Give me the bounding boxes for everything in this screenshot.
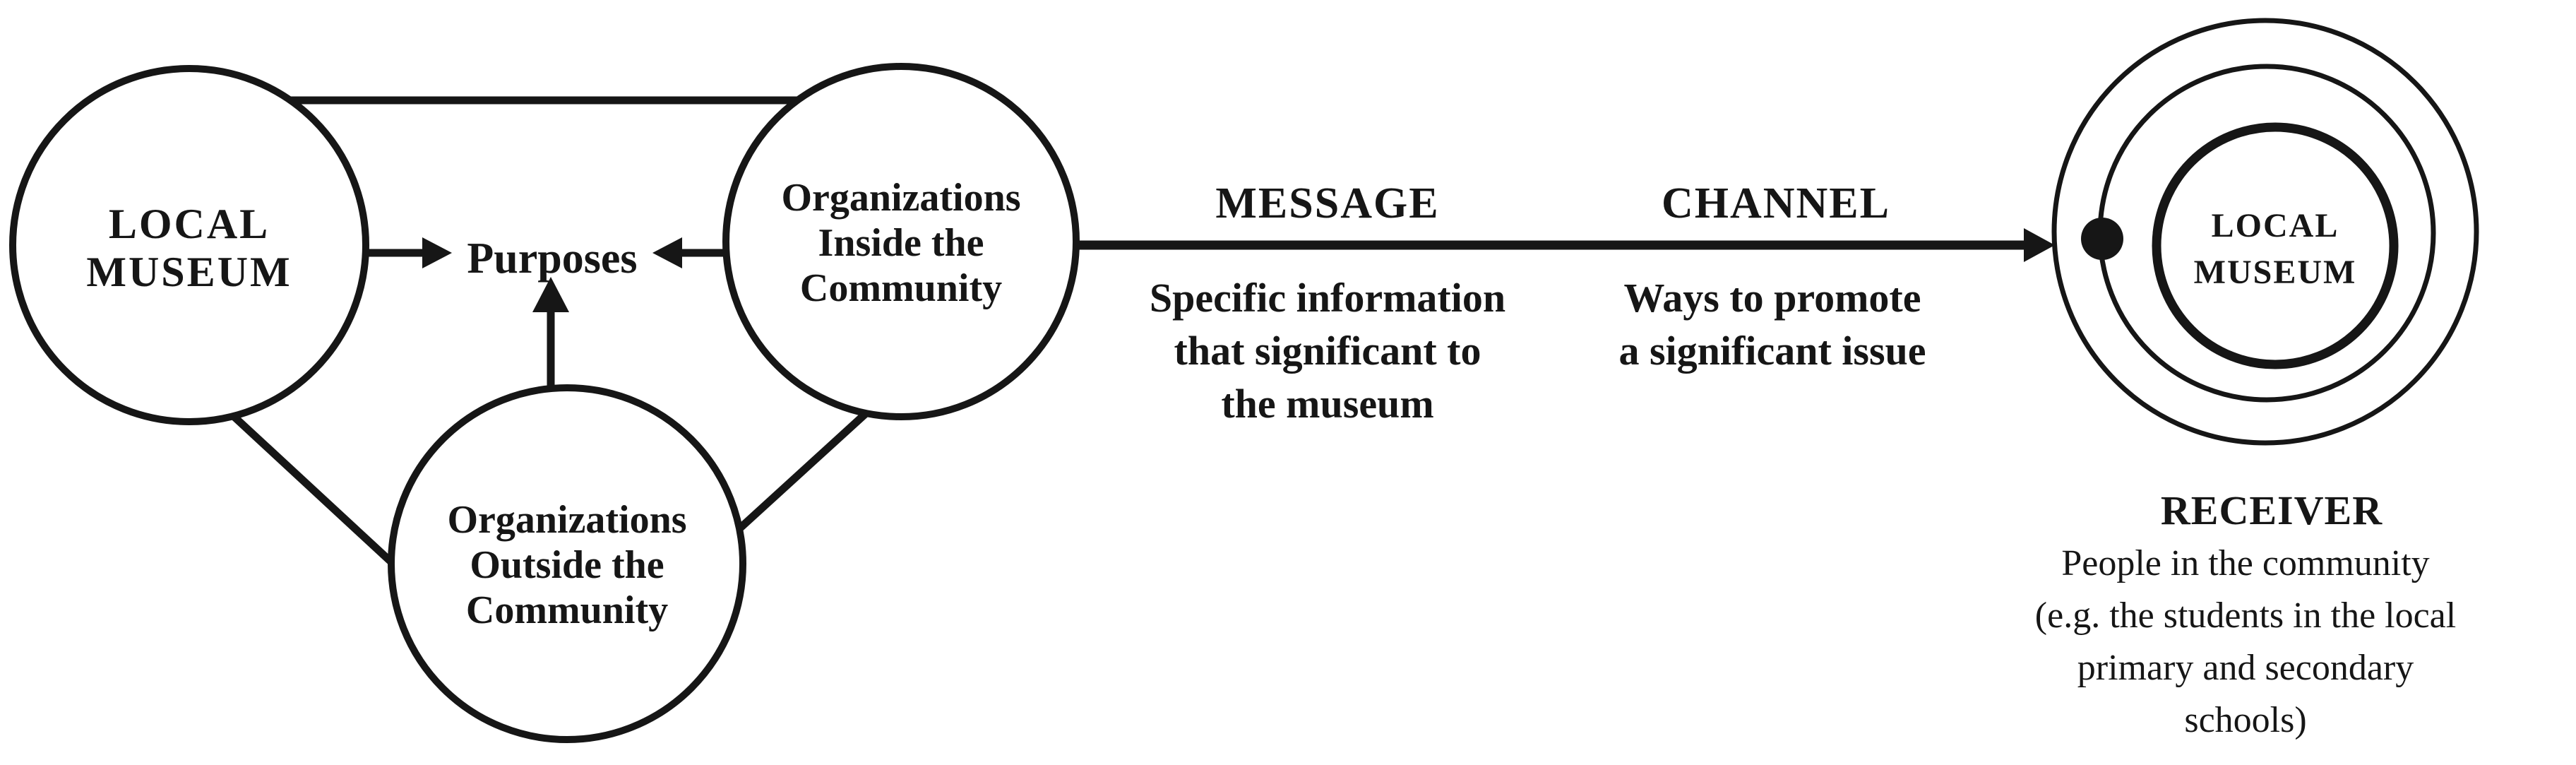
- receiver-desc-line3: primary and secondary: [2077, 648, 2414, 688]
- arrow-left-icon: [652, 237, 682, 268]
- org-inside-label-line1: Organizations: [781, 176, 1020, 220]
- message-title: MESSAGE: [1215, 179, 1439, 227]
- org-outside-label-line3: Community: [466, 588, 668, 632]
- purposes-label: Purposes: [467, 235, 637, 283]
- connector-museum-to-outside: [216, 399, 409, 579]
- org-inside-label-line2: Inside the: [818, 221, 984, 265]
- receiver-rings: [2051, 18, 2479, 446]
- message-desc-line1: Specific information: [1150, 275, 1505, 321]
- local-museum-label-line2: MUSEUM: [86, 249, 292, 295]
- message-desc-line2: that significant to: [1174, 328, 1481, 374]
- organizations-outside-circle: [388, 384, 746, 743]
- receiver-core-label-line2: MUSEUM: [2194, 254, 2357, 291]
- arrow-right-icon: [422, 237, 452, 268]
- receiver-contact-dot-icon: [2081, 218, 2123, 260]
- sender-nodes: [9, 63, 1080, 743]
- channel-title: CHANNEL: [1662, 179, 1890, 227]
- channel-desc-line2: a significant issue: [1618, 328, 1926, 374]
- receiver-inner-ring: [2152, 122, 2399, 369]
- receiver-outer-ring: [2051, 18, 2479, 446]
- receiver-desc-line1: People in the community: [2061, 543, 2429, 583]
- receiver-desc-line2: (e.g. the students in the local: [2035, 595, 2456, 636]
- message-desc-line3: the museum: [1221, 381, 1433, 427]
- local-museum-label-line1: LOCAL: [109, 201, 270, 247]
- channel-desc-line1: Ways to promote: [1623, 275, 1921, 321]
- arrow-up-icon: [532, 277, 569, 312]
- connector-inside-to-outside: [716, 399, 881, 551]
- arrowhead-right-icon: [2024, 228, 2055, 262]
- org-outside-label-line2: Outside the: [470, 543, 664, 587]
- labels: LOCAL MUSEUM Organizations Inside the Co…: [86, 176, 2456, 740]
- org-inside-label-line3: Community: [800, 266, 1002, 310]
- receiver-title: RECEIVER: [2161, 487, 2383, 533]
- organizations-inside-circle: [722, 63, 1080, 420]
- local-museum-circle: [9, 65, 369, 425]
- receiver-core-label-line1: LOCAL: [2212, 207, 2339, 244]
- org-outside-label-line1: Organizations: [447, 498, 686, 542]
- receiver-desc-line4: schools): [2184, 700, 2306, 740]
